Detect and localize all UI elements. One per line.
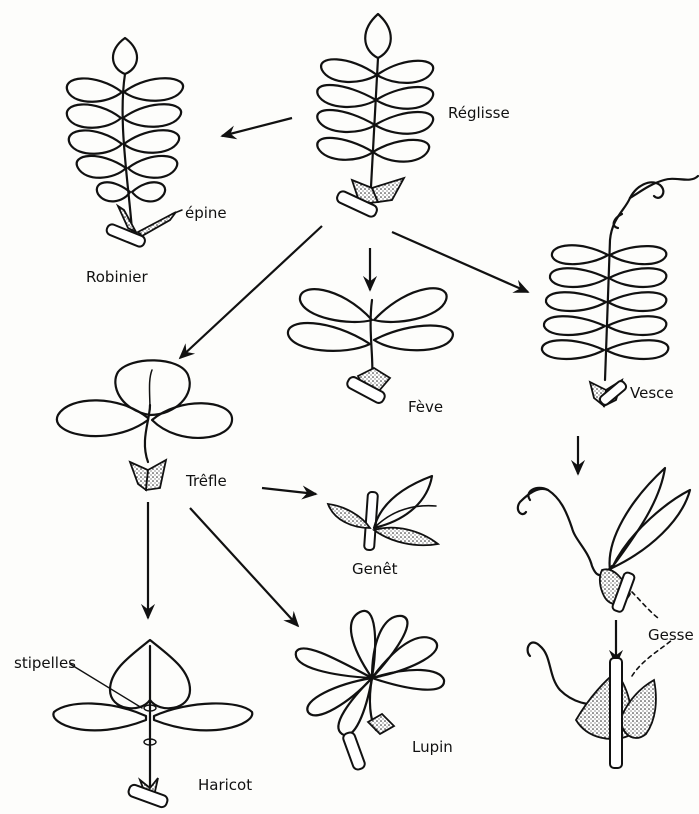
label-lupin: Lupin bbox=[412, 738, 453, 756]
genet-leaf bbox=[328, 476, 438, 550]
gesse-leaf-lower bbox=[528, 640, 672, 768]
label-genet: Genêt bbox=[352, 560, 398, 578]
gesse-leaf-upper bbox=[518, 468, 690, 618]
arrow-reglisse-robinier bbox=[222, 118, 292, 136]
feve-leaf bbox=[288, 288, 453, 404]
label-trefle: Trêfle bbox=[185, 472, 227, 490]
trefle-leaf bbox=[57, 360, 232, 490]
vesce-leaf bbox=[542, 176, 698, 406]
arrow-trefle-lupin bbox=[190, 508, 298, 626]
label-feve: Fève bbox=[408, 398, 443, 416]
label-stipelles: stipelles bbox=[14, 654, 76, 672]
label-vesce: Vesce bbox=[630, 384, 674, 402]
reglisse-leaf bbox=[317, 14, 433, 218]
label-robinier: Robinier bbox=[86, 268, 149, 286]
label-haricot: Haricot bbox=[198, 776, 252, 794]
arrow-reglisse-trefle bbox=[180, 226, 322, 358]
label-reglisse: Réglisse bbox=[448, 104, 510, 122]
arrow-trefle-genet bbox=[262, 488, 316, 494]
arrow-reglisse-vesce bbox=[392, 232, 528, 292]
label-epine: épine bbox=[185, 204, 227, 222]
robinier-leaf bbox=[67, 38, 183, 248]
